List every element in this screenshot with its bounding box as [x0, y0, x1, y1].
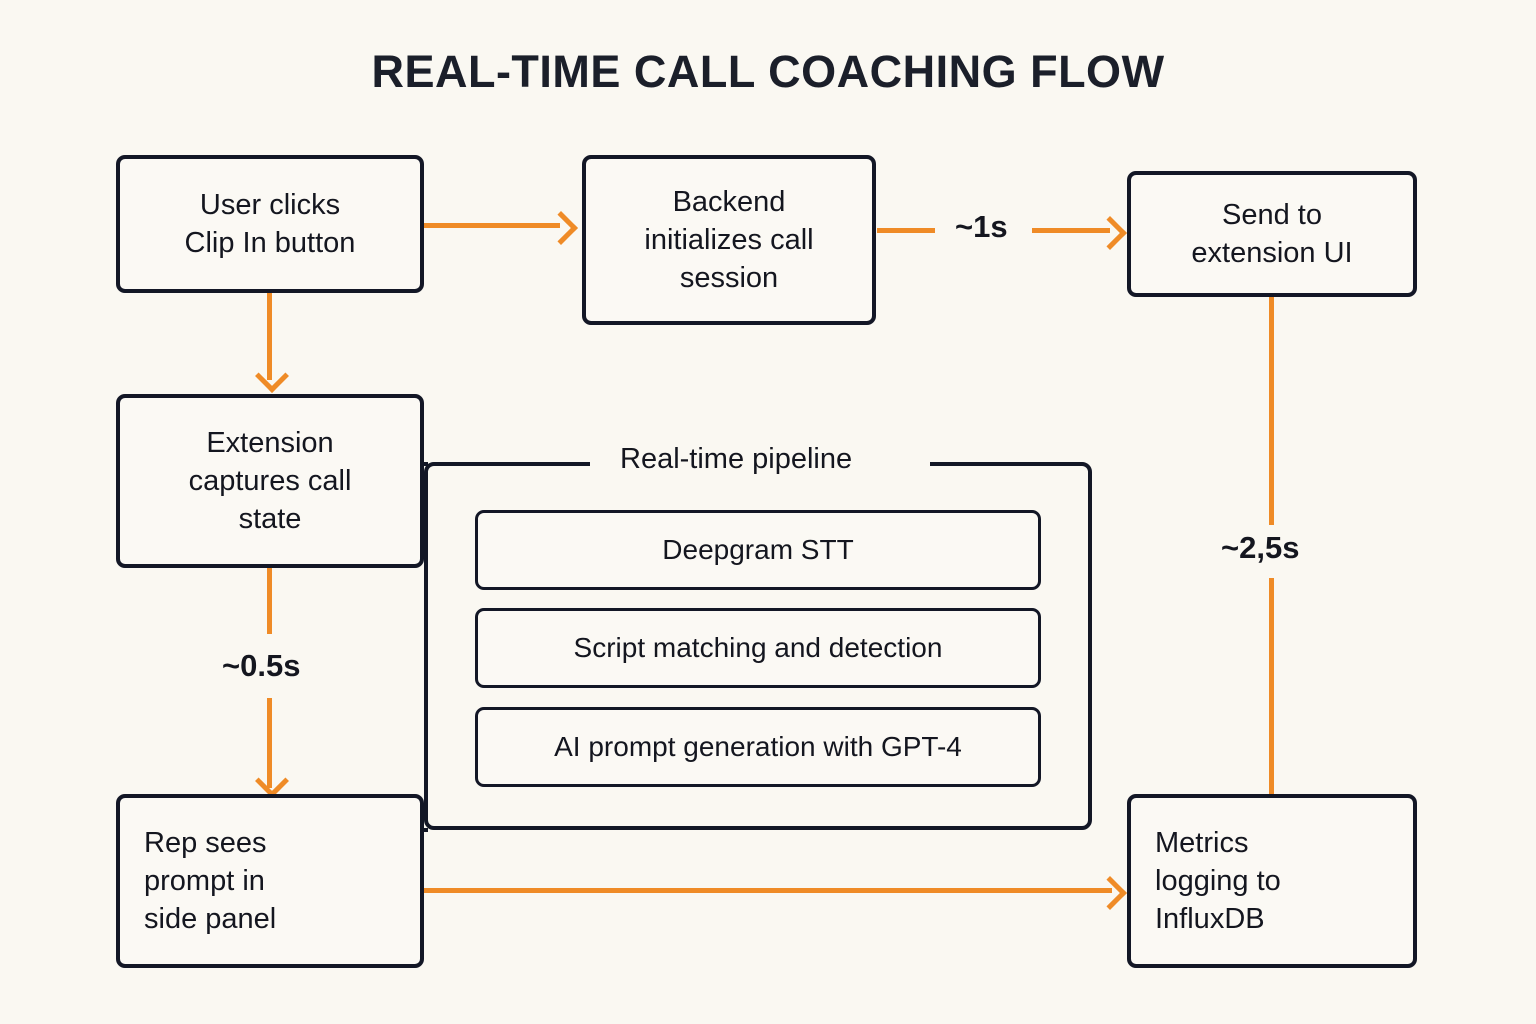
- node-metrics-label: Metrics logging to InfluxDB: [1155, 824, 1281, 939]
- node-send-to-extension-ui-label: Send to extension UI: [1191, 196, 1352, 273]
- edge-extension-to-rep-upper: [267, 568, 272, 634]
- edge-label-backend-to-send-text: ~1s: [955, 209, 1008, 244]
- node-backend-line3: session: [679, 262, 779, 295]
- node-user-clicks-line2: Clip In button: [184, 227, 356, 259]
- edge-backend-to-send-arrowhead: [1093, 216, 1127, 250]
- node-backend-initializes[interactable]: Backend initializes call session: [582, 155, 876, 325]
- edge-backend-to-send-left: [877, 228, 935, 233]
- node-rep-line3: side panel: [144, 903, 277, 936]
- edge-user-to-extension-arrowhead: [255, 359, 289, 393]
- node-user-clicks-label: User clicks Clip In button: [185, 186, 356, 263]
- edge-user-to-extension: [267, 292, 272, 380]
- subgraph-title: Real-time pipeline: [604, 443, 869, 476]
- node-send-line1: Send to: [1222, 198, 1322, 231]
- node-extension-captures-call-state[interactable]: Extension captures call state: [116, 394, 424, 568]
- node-metrics-line2: logging to: [1155, 864, 1281, 897]
- node-extension-line2: captures call: [188, 464, 352, 497]
- node-rep-line2: prompt in: [144, 864, 265, 897]
- node-metrics-line1: Metrics: [1155, 826, 1249, 859]
- edge-rep-to-metrics: [422, 888, 1112, 893]
- node-metrics-logging-influxdb[interactable]: Metrics logging to InfluxDB: [1127, 794, 1417, 968]
- edge-label-sendui-to-metrics-text: ~2,5s: [1221, 530, 1300, 565]
- edge-label-sendui-to-metrics: ~2,5s: [1214, 528, 1307, 568]
- node-user-clicks[interactable]: User clicks Clip In button: [116, 155, 424, 293]
- page-title: REAL-TIME CALL COACHING FLOW: [371, 46, 1165, 97]
- node-rep-line1: Rep sees: [144, 826, 267, 859]
- edge-label-extension-to-rep: ~0.5s: [215, 646, 308, 686]
- edge-extension-to-rep-lower: [267, 698, 272, 788]
- node-rep-sees-label: Rep sees prompt in side panel: [144, 824, 276, 939]
- node-metrics-line3: InfluxDB: [1155, 903, 1265, 936]
- node-extension-captures-label: Extension captures call state: [189, 424, 352, 539]
- edge-sendui-to-metrics-lower: [1269, 578, 1274, 794]
- pipeline-step-script-matching[interactable]: Script matching and detection: [475, 608, 1041, 688]
- edge-sendui-to-metrics-upper: [1269, 297, 1274, 525]
- node-user-clicks-line1: User clicks: [199, 188, 341, 221]
- node-rep-sees-prompt[interactable]: Rep sees prompt in side panel: [116, 794, 424, 968]
- node-extension-line1: Extension: [206, 426, 334, 459]
- node-extension-line3: state: [238, 503, 302, 536]
- pipeline-step-deepgram[interactable]: Deepgram STT: [475, 510, 1041, 590]
- edge-backend-to-send-right: [1032, 228, 1110, 233]
- edge-label-extension-to-rep-text: ~0.5s: [222, 648, 301, 683]
- edge-rep-to-metrics-arrowhead: [1093, 876, 1127, 910]
- node-send-to-extension-ui[interactable]: Send to extension UI: [1127, 171, 1417, 297]
- edge-user-to-backend-arrowhead: [544, 211, 578, 245]
- edge-extension-to-rep-arrowhead: [255, 764, 289, 798]
- edge-label-backend-to-send: ~1s: [948, 207, 1015, 247]
- node-backend-line1: Backend: [672, 185, 786, 218]
- pipeline-step-ai-prompt[interactable]: AI prompt generation with GPT-4: [475, 707, 1041, 787]
- node-send-line2: extension UI: [1191, 237, 1353, 269]
- node-backend-initializes-label: Backend initializes call session: [644, 183, 813, 298]
- node-backend-line2: initializes call: [644, 223, 814, 256]
- edge-user-to-backend: [424, 223, 560, 228]
